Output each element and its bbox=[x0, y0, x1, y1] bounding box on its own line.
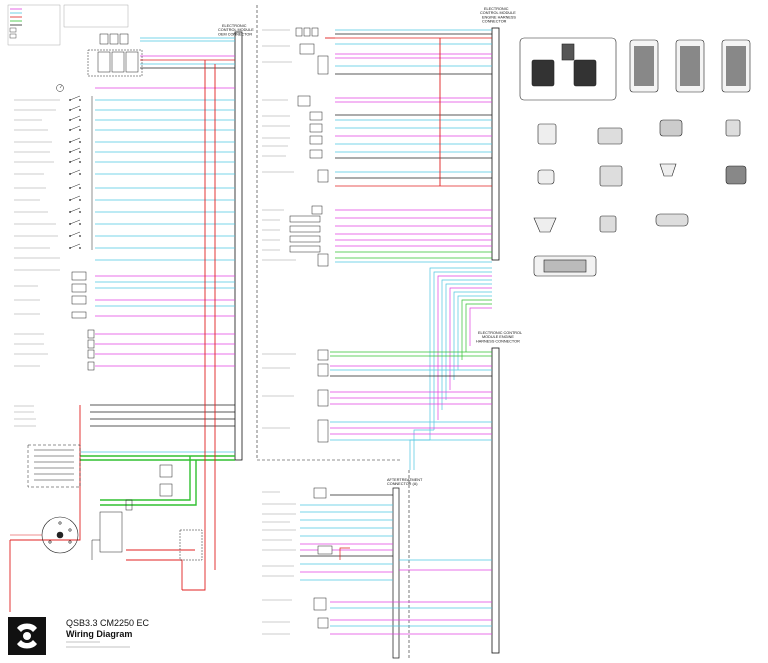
ecm-engine-header-2: ELECTRONIC CONTROL MODULE ENGINE HARNESS… bbox=[476, 331, 523, 343]
top-left-connectors bbox=[87, 33, 143, 77]
ecm-left-header: ELECTRONIC CONTROL MODULE OEM CONNECTOR bbox=[218, 24, 255, 36]
cascade-wires bbox=[409, 267, 492, 470]
wire-legend bbox=[7, 4, 129, 46]
upper-engine-wires bbox=[335, 29, 492, 263]
diagram-title: QSB3.3 CM2250 EC bbox=[66, 618, 150, 628]
connector-illustrations bbox=[519, 37, 751, 277]
svg-text:AFTERTREATMENT CONNECTOR: AFTERTREATMENT CONNECTOR (A) bbox=[387, 478, 423, 486]
engine-sensors bbox=[289, 27, 333, 629]
oem-connector-box bbox=[27, 444, 81, 488]
ecm-engine-header: ELECTRONIC CONTROL MODULE ENGINE HARNESS… bbox=[480, 7, 517, 24]
key-switch bbox=[10, 516, 79, 554]
red-right-wires bbox=[325, 37, 441, 186]
left-wire-harness bbox=[80, 37, 235, 461]
cummins-logo-icon bbox=[8, 617, 46, 655]
ecm-engine-connector: ELECTRONIC CONTROL MODULE ENGINE HARNESS… bbox=[476, 7, 523, 654]
lower-engine-wires bbox=[330, 351, 492, 441]
aftertreatment-wires bbox=[300, 494, 492, 635]
aftertreatment-connector: AFTERTREATMENT CONNECTOR (A) bbox=[387, 478, 423, 659]
left-switches bbox=[56, 84, 95, 371]
diagram-subtitle: Wiring Diagram bbox=[66, 629, 132, 639]
title-block: QSB3.3 CM2250 EC Wiring Diagram bbox=[8, 617, 150, 655]
label-marks bbox=[14, 29, 296, 635]
ecm-oem-connector: ELECTRONIC CONTROL MODULE OEM CONNECTOR bbox=[218, 24, 255, 461]
gauge-icon bbox=[56, 84, 64, 92]
relay-blocks bbox=[91, 464, 203, 561]
